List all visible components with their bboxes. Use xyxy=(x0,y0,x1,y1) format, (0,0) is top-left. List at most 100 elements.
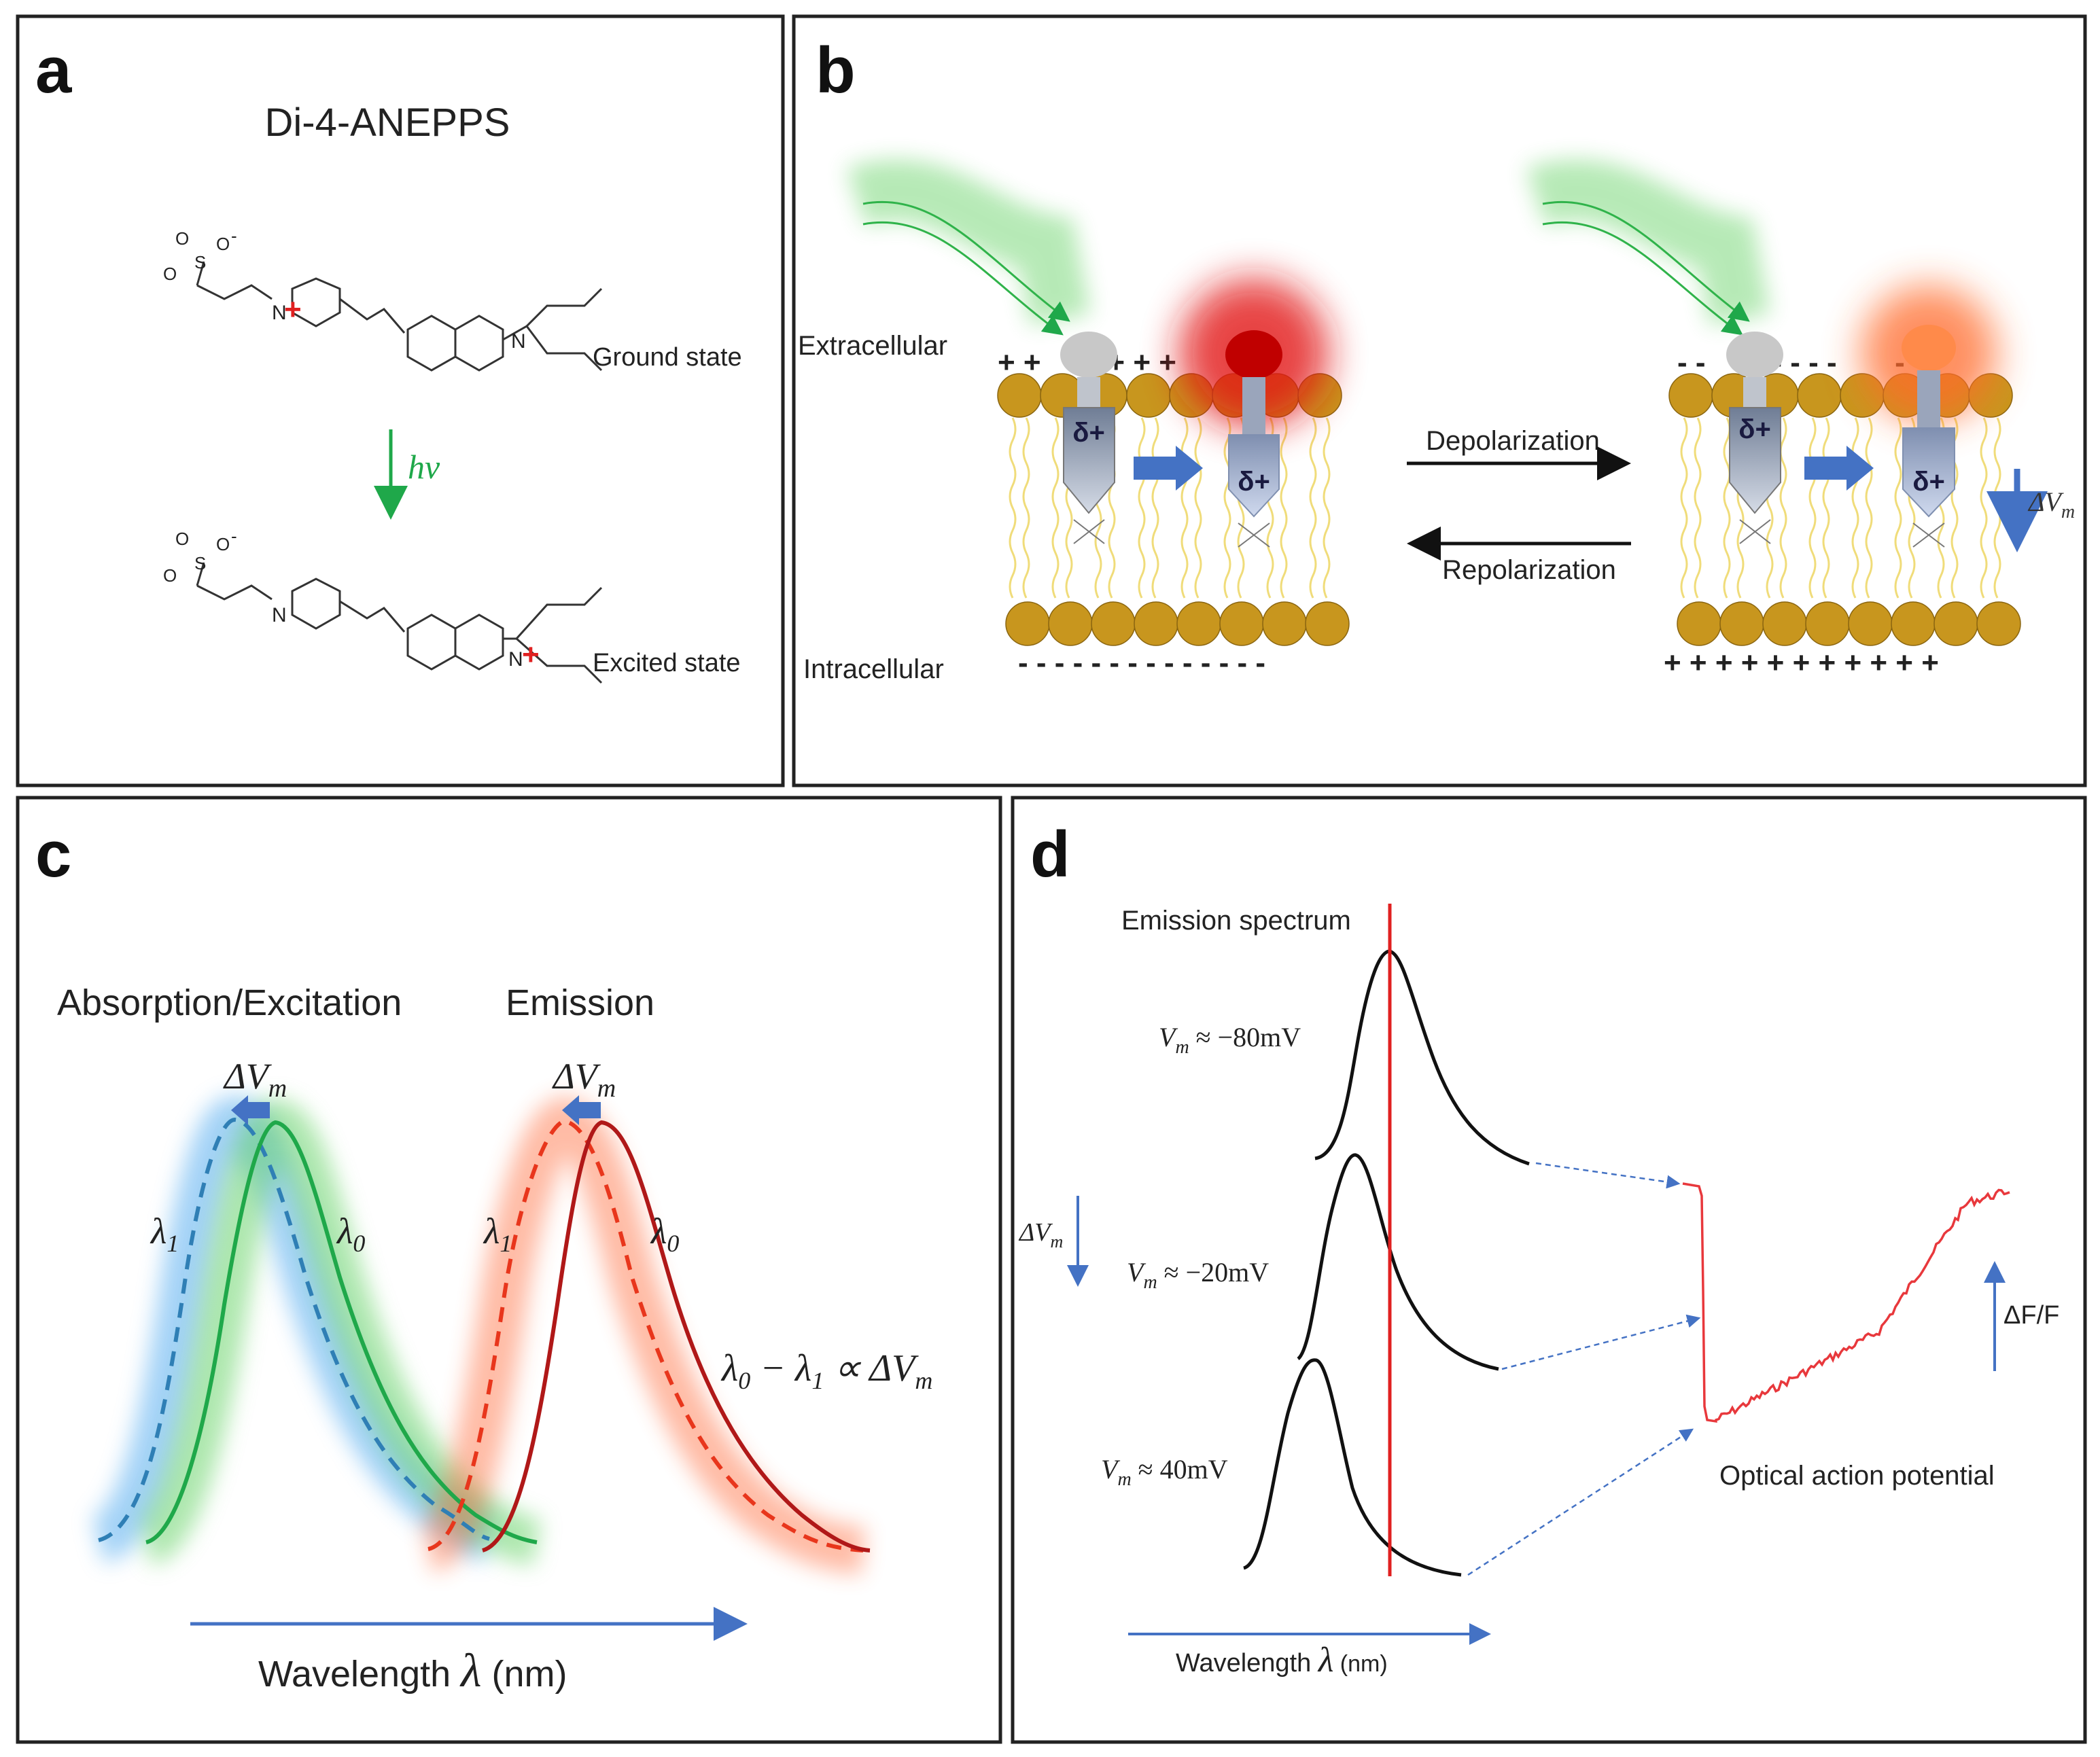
spectrum-vm-80 xyxy=(1314,949,1530,1166)
panel-d: d Emission spectrum Vm ≈ −80mV Vm ≈ −20m… xyxy=(1018,818,2059,1680)
repolarization-label: Repolarization xyxy=(1442,555,1616,585)
panel-b-letter: b xyxy=(816,34,856,107)
panel-d-letter: d xyxy=(1030,818,1070,891)
spectrum-vm-20 xyxy=(1297,1153,1499,1371)
lipid-head xyxy=(1762,601,1807,646)
lipid-head xyxy=(1126,373,1171,418)
lipid-tail xyxy=(1280,417,1288,599)
panel-a: a Di-4-ANEPPS O S O O - N + N Ground sta… xyxy=(35,34,742,684)
wavelength-label-c: Wavelength λ (nm) xyxy=(258,1645,567,1697)
dipole-label-4: δ+ xyxy=(1912,467,1945,497)
excited-sulfonate-o1: O xyxy=(175,529,189,549)
lipid-head xyxy=(1305,601,1350,646)
ground-sulfonate-o1: O xyxy=(175,228,189,249)
excited-state-label: Excited state xyxy=(593,649,741,677)
dye-molecule-left-1: δ+ xyxy=(1060,332,1117,544)
map-arrow-2 xyxy=(1501,1314,1701,1370)
lipid-head xyxy=(1668,373,1713,418)
dye-shift-arrow-right xyxy=(1804,446,1874,491)
lipid-head xyxy=(1005,601,1050,646)
lipid-head xyxy=(1048,601,1093,646)
vm-label-80: Vm ≈ −80mV xyxy=(1159,1022,1301,1058)
bottom-charges-left: - - - - - - - - - - - - - - xyxy=(1018,646,1265,679)
panel-c-border xyxy=(16,796,1002,1744)
delta-f-label: ΔF/F xyxy=(2003,1301,2059,1330)
lipid-head xyxy=(1797,373,1842,418)
optical-action-potential-trace xyxy=(1682,1182,2010,1423)
dipole-label-2: δ+ xyxy=(1238,467,1270,497)
excited-state-molecule xyxy=(196,562,603,684)
lipid-tail xyxy=(1009,417,1017,599)
lipid-tail xyxy=(1894,417,1902,599)
excited-charge-plus: + xyxy=(522,638,540,671)
dye-molecule-left-2: δ+ xyxy=(1225,330,1282,548)
panel-c: c Absorption/Excitation Emission ΔVm ΔVm… xyxy=(35,818,932,1697)
absorption-curve-lambda0 xyxy=(145,1120,538,1544)
lipid-head xyxy=(1976,601,2021,646)
vm-label-40: Vm ≈ 40mV xyxy=(1101,1454,1228,1490)
dye-shift-arrow-left xyxy=(1134,446,1203,491)
lipid-tail xyxy=(1323,417,1331,599)
lipid-tail xyxy=(1822,417,1830,599)
lipid-tail xyxy=(1223,417,1231,599)
panel-c-letter: c xyxy=(35,818,71,891)
lipid-head xyxy=(997,373,1042,418)
delta-vm-label-b: ΔVm xyxy=(2027,486,2075,522)
lipid-head xyxy=(1848,601,1893,646)
ground-nitrogen-right: N xyxy=(511,330,526,353)
lipid-tail xyxy=(1723,417,1731,599)
lambda-relation: λ0 − λ1 ∝ ΔVm xyxy=(720,1347,932,1394)
emission-curve-lambda0 xyxy=(481,1120,871,1552)
lipid-head xyxy=(1805,601,1850,646)
wavelength-label-d: Wavelength λ (nm) xyxy=(1176,1641,1388,1680)
ground-sulfonate-o2: O xyxy=(163,264,177,284)
dipole-label-3: δ+ xyxy=(1738,414,1771,444)
emission-label: Emission xyxy=(506,982,654,1023)
panel-a-letter: a xyxy=(35,34,72,107)
lipid-tail xyxy=(1779,417,1787,599)
dipole-label-1: δ+ xyxy=(1072,418,1105,448)
light-beam-right xyxy=(1526,159,1770,336)
map-arrow-1 xyxy=(1535,1162,1681,1189)
delta-vm-absorption: ΔVm xyxy=(223,1056,287,1103)
delta-vm-label-d: ΔVm xyxy=(1018,1218,1063,1252)
lipid-tails-left xyxy=(1009,417,1331,599)
panel-a-border xyxy=(16,14,785,787)
lipid-tail xyxy=(1808,417,1817,599)
lipid-head xyxy=(1262,601,1307,646)
dye-molecule-right-1: δ+ xyxy=(1726,332,1783,544)
hv-label: hν xyxy=(408,448,440,486)
orange-glow-c xyxy=(420,1097,865,1574)
excited-sulfonate-o3: O xyxy=(216,534,230,554)
excited-nitrogen-left: N xyxy=(272,604,287,626)
absorption-label: Absorption/Excitation xyxy=(57,982,402,1023)
light-beam-left xyxy=(846,159,1091,336)
panel-b-border xyxy=(792,14,2087,787)
lambda1-emission: λ1 xyxy=(483,1211,512,1257)
lipid-tail xyxy=(1022,417,1030,599)
ground-state-label: Ground state xyxy=(593,343,742,372)
excited-nitrogen-right: N xyxy=(508,648,523,671)
lambda0-emission: λ0 xyxy=(650,1211,679,1257)
lipid-head xyxy=(1134,601,1178,646)
lipid-head xyxy=(1176,601,1221,646)
lipid-head xyxy=(1091,601,1136,646)
delta-vm-emission: ΔVm xyxy=(552,1056,616,1103)
shift-arrow-emission xyxy=(562,1095,601,1125)
lipid-tail xyxy=(1309,417,1317,599)
lipid-tail xyxy=(1051,417,1060,599)
ground-charge-plus: + xyxy=(284,293,302,326)
lipid-tail xyxy=(1680,417,1688,599)
vm-label-20: Vm ≈ −20mV xyxy=(1127,1257,1269,1293)
lipid-tail xyxy=(1151,417,1159,599)
panel-b: b Extracellular Intracellular + + + + + … xyxy=(798,34,2075,684)
absorption-curve-lambda1 xyxy=(98,1117,490,1542)
excited-charge-minus: - xyxy=(231,526,237,546)
depolarization-label: Depolarization xyxy=(1426,426,1600,456)
spectrum-vm40 xyxy=(1242,1358,1462,1577)
shift-arrow-absorption xyxy=(231,1095,270,1125)
lipid-tail xyxy=(1993,417,2001,599)
lipid-tail xyxy=(1694,417,1702,599)
lipid-head xyxy=(1719,601,1764,646)
